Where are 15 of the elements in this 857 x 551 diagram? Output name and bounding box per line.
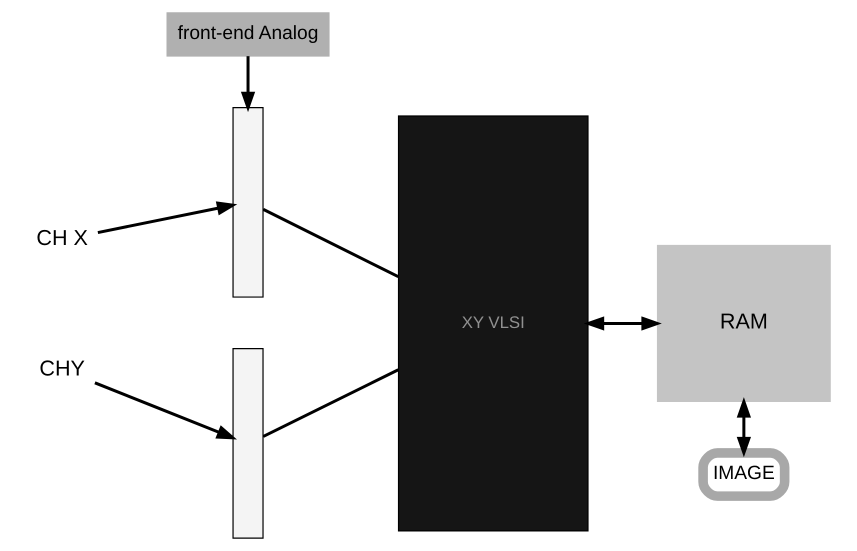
- arrow: [736, 397, 752, 458]
- node-text: CH X: [36, 224, 88, 250]
- arrow: [98, 201, 238, 234]
- node-box: front-end Analog: [166, 12, 330, 57]
- arrow: [94, 381, 237, 440]
- node-box: RAM: [656, 244, 831, 402]
- arrow: [240, 56, 256, 112]
- node-box: XY VLSI: [398, 115, 589, 532]
- node-bar: [232, 348, 264, 539]
- node-bar: [232, 107, 264, 298]
- connector: [262, 208, 399, 278]
- node-text: CHY: [39, 356, 85, 381]
- node-box: IMAGE: [698, 448, 790, 501]
- connector: [262, 368, 399, 438]
- arrow: [584, 316, 662, 331]
